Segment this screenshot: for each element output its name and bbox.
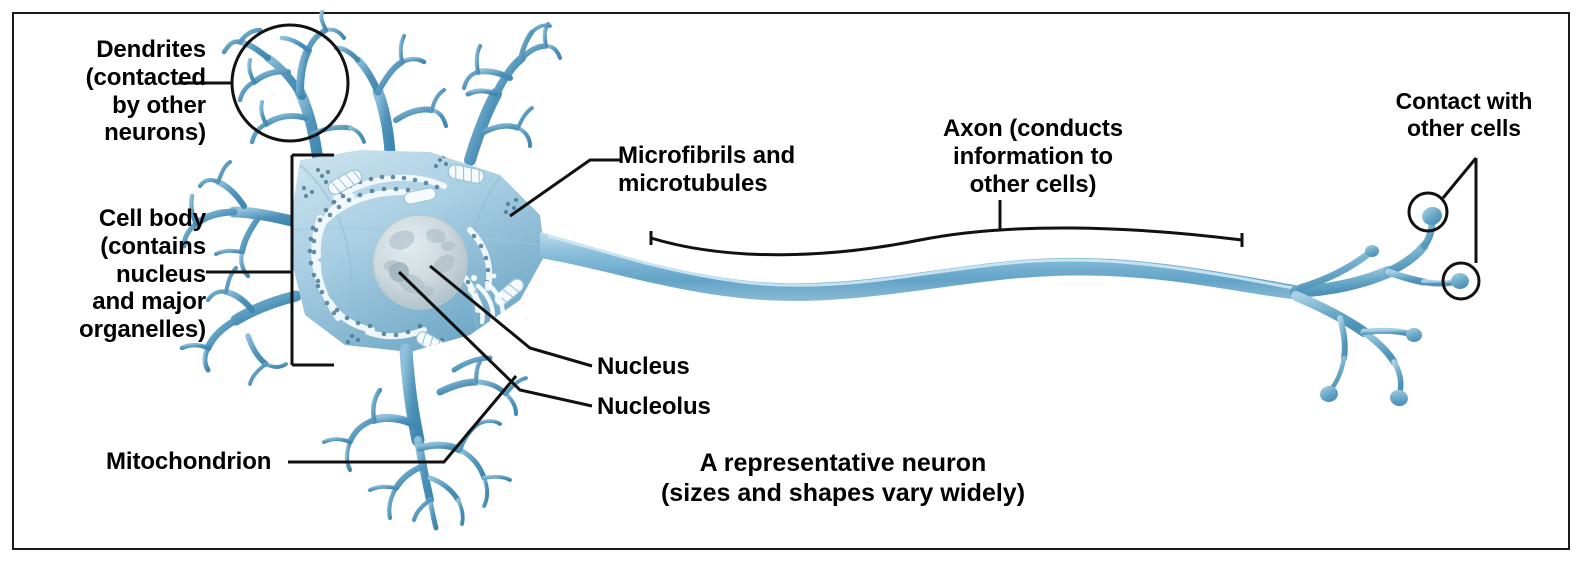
figure-caption: A representative neuron (sizes and shape… [660,449,1026,507]
microfibrils-leader-line [509,158,620,218]
nucleus [372,214,468,310]
contact-callouts [1407,157,1481,301]
axon-bracket [649,200,1244,257]
terminal-circle-lower [1441,261,1481,301]
dendrite-branches-upper-mid [333,34,449,158]
dendrite-branches-lower [322,343,528,531]
label-mitochondrion: Mitochondrion [106,448,272,475]
label-cell-body: Cell body (contains nucleus and major or… [79,205,206,344]
label-contact-with-other-cells: Contact with other cells [1395,88,1533,141]
dendrite-branches-upper-left [221,10,366,166]
axon [540,232,1300,301]
nucleus-leader-line [429,264,593,368]
contact-leader-upper [1441,157,1478,199]
label-dendrites: Dendrites (contacted by other neurons) [85,36,206,147]
terminal-boutons [1320,206,1469,407]
label-nucleus: Nucleus [597,353,690,380]
callouts [178,23,350,143]
nucleolus-leader-line [397,270,593,408]
label-axon: Axon (conducts information to other cell… [943,115,1123,198]
terminal-circle-upper [1407,191,1449,233]
label-microfibrils: Microfibrils and microtubules [618,142,796,197]
mitochondrion-leader-line [288,375,518,464]
cell-body-soma [292,150,545,352]
dendrite-branches-left [179,160,302,386]
dendrite-branches-upper-right [461,22,562,166]
label-nucleolus: Nucleolus [597,393,711,420]
cell-body-leader [206,153,334,367]
soma-organelles [292,153,545,352]
